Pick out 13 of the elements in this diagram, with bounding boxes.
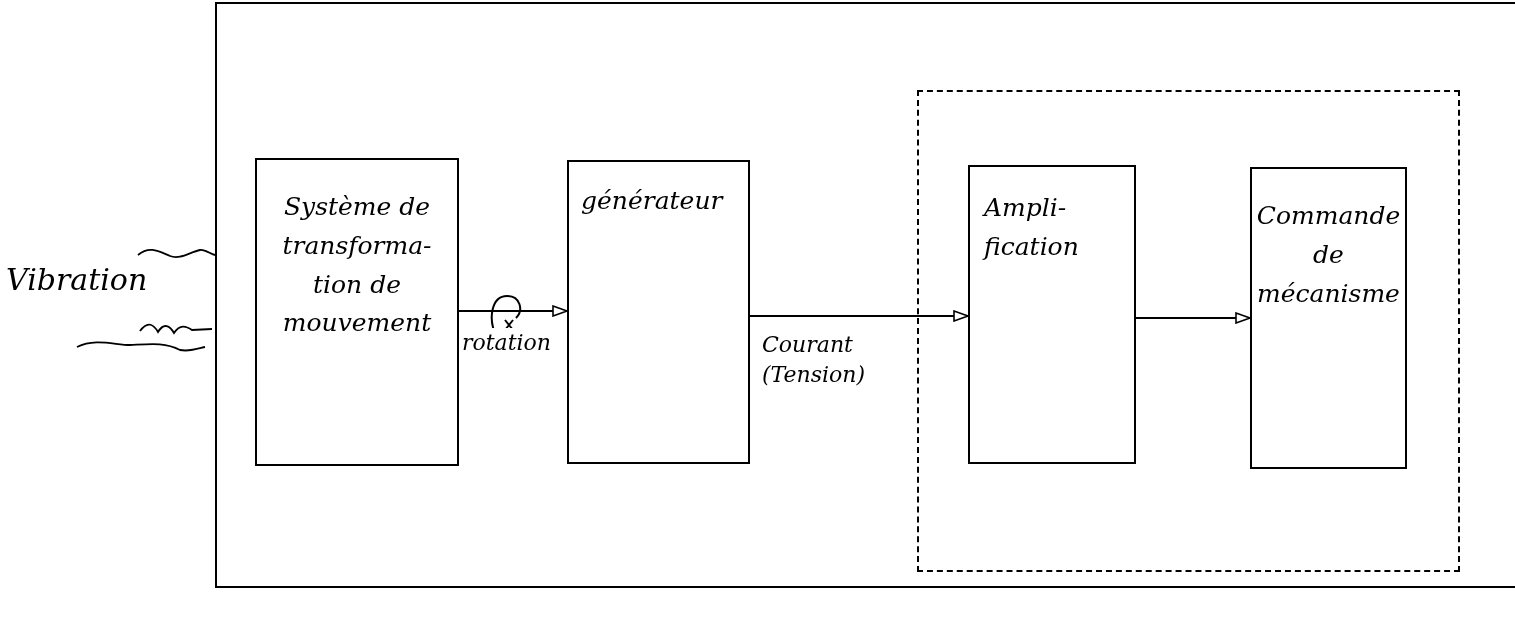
arrow (458, 305, 568, 317)
arrow (1135, 312, 1251, 324)
input-label: Vibration (6, 262, 148, 297)
box-label: Commande de mécanisme (1256, 200, 1401, 310)
arrow (749, 310, 969, 322)
dashed-group-box (917, 90, 1460, 572)
process-box (567, 160, 750, 464)
box-label: Système de transforma- tion de mouvement (281, 191, 433, 340)
process-box (255, 158, 459, 466)
process-box (1250, 167, 1407, 469)
box-label: générateur (581, 185, 723, 217)
process-box (968, 165, 1136, 464)
box-label: Ampli- fication (984, 192, 1080, 263)
